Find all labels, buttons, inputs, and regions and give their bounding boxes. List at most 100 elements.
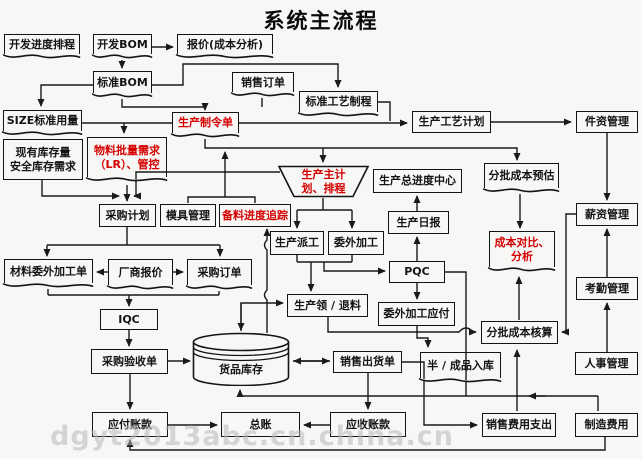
node-label: 物料批量需求 （LR）、管控 bbox=[94, 143, 160, 171]
node-label: 应付账款 bbox=[108, 417, 152, 431]
node-label: 考勤管理 bbox=[585, 281, 629, 295]
node-salary: 薪资管理 bbox=[576, 203, 638, 226]
node-label: 薪资管理 bbox=[585, 207, 629, 221]
node-outsource: 委外加工 bbox=[328, 231, 384, 255]
document-wave-edge bbox=[483, 187, 560, 193]
page-title: 系统主流程 bbox=[263, 9, 379, 33]
node-label: 生产工艺计划 bbox=[418, 115, 485, 129]
node-sales-delivery: 销售出货单 bbox=[333, 351, 402, 373]
document-wave-edge bbox=[3, 282, 94, 288]
node-semi-finished: 半 / 成品入库 bbox=[419, 352, 502, 383]
document-wave-edge bbox=[186, 284, 253, 290]
document-wave-edge bbox=[107, 284, 174, 290]
node-iqc: IQC bbox=[100, 309, 158, 330]
node-label: 分批成本核算 bbox=[486, 325, 553, 339]
node-purchase-order: 采购订单 bbox=[186, 259, 253, 290]
node-label: 委外加工应付 bbox=[383, 307, 450, 321]
document-wave-edge bbox=[86, 176, 168, 182]
node-dev-bom: 开发BOM bbox=[92, 34, 153, 59]
database-cylinder-shape bbox=[192, 332, 290, 386]
document-wave-edge bbox=[231, 91, 295, 97]
document-wave-edge bbox=[419, 377, 502, 383]
node-issue-return: 生产领 / 退料 bbox=[287, 294, 368, 317]
node-batch-cost-est: 分批成本预估 bbox=[483, 163, 560, 193]
node-label: 开发进度排程 bbox=[9, 37, 75, 51]
document-wave-edge bbox=[92, 53, 153, 59]
node-label: 模具管理 bbox=[166, 208, 210, 222]
document-wave-edge bbox=[171, 132, 240, 138]
node-prod-progress: 生产总进度中心 bbox=[373, 169, 462, 193]
node-label: SIZE标准用量 bbox=[6, 114, 79, 128]
node-label: 报价(成本分析) bbox=[186, 37, 264, 51]
node-label: 开发BOM bbox=[97, 37, 148, 51]
node-label: 生产领 / 退料 bbox=[294, 298, 361, 312]
node-size-std: SIZE标准用量 bbox=[2, 110, 83, 136]
node-label: 生产总进度中心 bbox=[379, 174, 456, 188]
node-label: 件资管理 bbox=[585, 115, 629, 129]
document-wave-edge bbox=[3, 53, 81, 59]
node-label: 标准工艺制程 bbox=[305, 95, 372, 109]
node-purchase-receipt: 采购验收单 bbox=[91, 349, 168, 374]
node-vendor-quote: 厂商报价 bbox=[107, 259, 174, 290]
node-outsource-pay: 委外加工应付 bbox=[378, 302, 455, 326]
node-label: 生产制令单 bbox=[178, 116, 233, 130]
node-label: 销售订单 bbox=[241, 75, 285, 89]
node-sales-expense: 销售费用支出 bbox=[482, 413, 556, 437]
node-label: 生产主计 划、排程 bbox=[301, 167, 346, 195]
node-ap: 应付账款 bbox=[92, 412, 168, 437]
node-dev-schedule: 开发进度排程 bbox=[3, 34, 81, 59]
node-material-lr: 物料批量需求 （LR）、管控 bbox=[86, 137, 168, 182]
node-inventory: 货品库存 bbox=[192, 332, 290, 386]
node-mfg-expense: 制造费用 bbox=[575, 413, 638, 437]
node-label: 生产日报 bbox=[396, 215, 441, 229]
node-mat-outsource: 材料委外加工单 bbox=[3, 259, 94, 288]
node-label: IQC bbox=[118, 312, 140, 326]
document-wave-edge bbox=[92, 92, 153, 98]
node-label: PQC bbox=[404, 265, 430, 279]
node-ar: 应收账款 bbox=[330, 412, 406, 437]
node-hr: 人事管理 bbox=[575, 352, 638, 375]
document-wave-edge bbox=[176, 53, 274, 59]
node-prod-order: 生产制令单 bbox=[171, 112, 240, 138]
node-dispatch: 生产派工 bbox=[270, 231, 324, 255]
node-daily-report: 生产日报 bbox=[388, 211, 449, 234]
node-label: 人事管理 bbox=[584, 356, 629, 370]
node-label: 应收账款 bbox=[346, 417, 390, 431]
node-purchase-plan: 采购计划 bbox=[99, 204, 156, 227]
node-label: 生产派工 bbox=[275, 236, 319, 250]
node-std-bom: 标准BOM bbox=[92, 71, 153, 98]
node-batch-cost-calc: 分批成本核算 bbox=[481, 321, 558, 344]
node-material-track: 备料进度追踪 bbox=[219, 204, 291, 227]
trapezoid-shape bbox=[277, 165, 370, 198]
node-piece-wage: 件资管理 bbox=[576, 111, 638, 133]
node-label: 采购计划 bbox=[105, 208, 150, 222]
node-label: 材料委外加工单 bbox=[10, 264, 87, 278]
node-label: 厂商报价 bbox=[118, 265, 163, 279]
node-pqc: PQC bbox=[389, 261, 445, 283]
node-label: 总账 bbox=[249, 417, 272, 431]
node-gl: 总账 bbox=[221, 412, 300, 437]
node-label: 现有库存量 安全库存需求 bbox=[10, 145, 76, 173]
node-label: 销售费用支出 bbox=[486, 418, 552, 432]
node-label: 委外加工 bbox=[334, 236, 378, 250]
node-std-process: 标准工艺制程 bbox=[298, 91, 379, 117]
node-stock-now: 现有库存量 安全库存需求 bbox=[3, 139, 83, 180]
node-attendance: 考勤管理 bbox=[576, 277, 638, 300]
node-label: 采购验收单 bbox=[102, 354, 157, 368]
node-label: 标准BOM bbox=[97, 75, 148, 89]
node-sales-order: 销售订单 bbox=[231, 72, 295, 97]
node-label: 分批成本预估 bbox=[488, 169, 555, 183]
node-mps: 生产主计 划、排程 bbox=[277, 165, 370, 198]
node-prod-process-plan: 生产工艺计划 bbox=[412, 111, 491, 133]
node-label: 采购订单 bbox=[197, 265, 242, 279]
node-quote: 报价(成本分析) bbox=[176, 34, 274, 59]
document-wave-edge bbox=[2, 130, 83, 136]
node-label: 销售出货单 bbox=[340, 355, 395, 369]
node-label: 成本对比、 分析 bbox=[494, 235, 550, 263]
document-wave-edge bbox=[298, 111, 379, 117]
node-mold-mgmt: 模具管理 bbox=[160, 204, 216, 227]
node-label: 备料进度追踪 bbox=[222, 208, 288, 222]
node-label: 货品库存 bbox=[219, 363, 263, 377]
